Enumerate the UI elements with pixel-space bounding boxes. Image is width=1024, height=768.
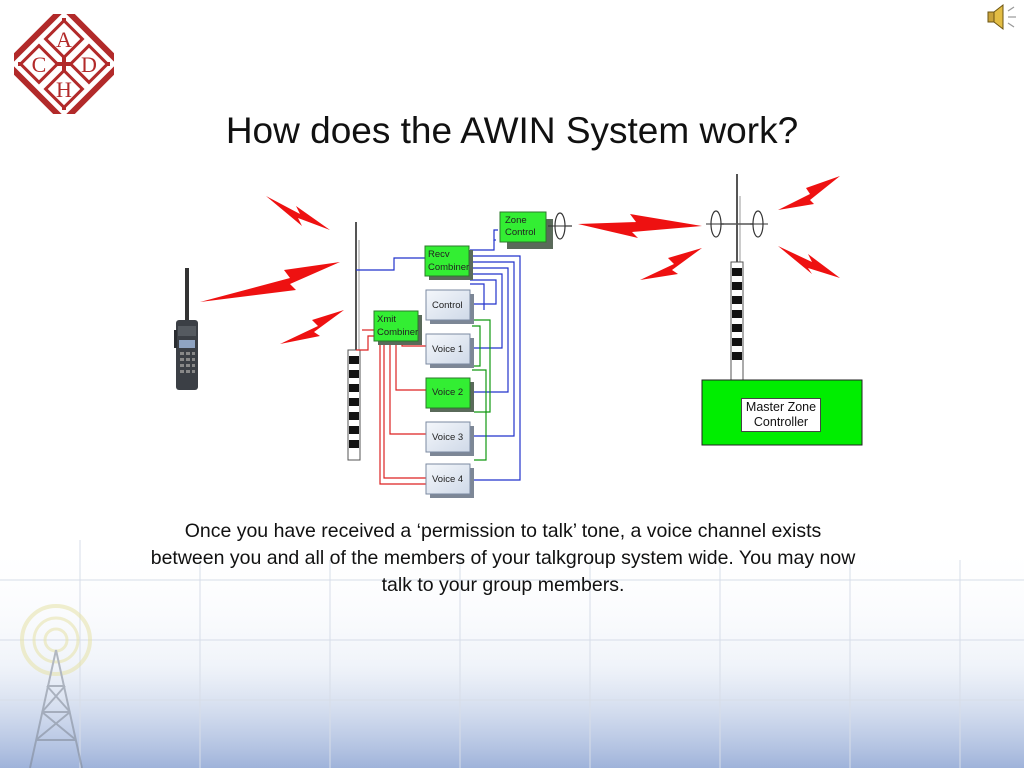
zone-control-label-2: Control xyxy=(505,227,536,238)
voice4-box: Voice 4 xyxy=(425,463,474,498)
portable-radio-icon xyxy=(174,268,198,390)
background-grid xyxy=(0,540,1024,768)
tower-watermark-icon xyxy=(20,604,92,768)
background-gradient xyxy=(0,540,1024,768)
rf-signal-group xyxy=(200,176,840,344)
dish-antenna-icon xyxy=(750,210,768,238)
speaker-icon[interactable] xyxy=(986,2,1020,32)
logo-letter-d: D xyxy=(81,52,97,77)
recv-combiner-label-1: Recv xyxy=(428,249,450,260)
dish-antenna-icon xyxy=(548,212,572,240)
voice4-label: Voice 4 xyxy=(432,474,463,485)
dish-antenna-icon xyxy=(706,210,724,238)
voice1-box: Voice 1 xyxy=(425,333,474,368)
lightning-bolt-icon xyxy=(266,196,330,230)
lightning-bolt-icon xyxy=(778,176,840,210)
green-wiring xyxy=(472,319,491,461)
xmit-combiner-label-1: Xmit xyxy=(377,314,396,325)
lightning-bolt-icon xyxy=(578,214,702,238)
acdh-logo: A C D H xyxy=(14,14,114,114)
site-antenna-tower-icon xyxy=(347,222,361,461)
control-label: Control xyxy=(432,300,463,311)
lightning-bolt-icon xyxy=(778,246,840,278)
lightning-bolt-icon xyxy=(280,310,344,344)
logo-letter-a: A xyxy=(56,27,72,52)
recv-combiner-box: Recv Combiner xyxy=(424,245,473,280)
voice1-label: Voice 1 xyxy=(432,344,463,355)
red-wiring xyxy=(356,329,430,485)
xmit-combiner-label-2: Combiner xyxy=(377,327,418,338)
master-zone-controller-label-1: Master Zone xyxy=(745,400,817,414)
control-box: Control xyxy=(425,289,474,324)
master-site-tower-icon xyxy=(718,174,756,383)
recv-combiner-label-2: Combiner xyxy=(428,262,469,273)
slide-caption: Once you have received a ‘permission to … xyxy=(150,520,856,596)
lightning-bolt-icon xyxy=(200,262,340,302)
master-zone-controller-label-2: Controller xyxy=(753,415,809,429)
voice2-box: Voice 2 xyxy=(425,377,474,412)
voice2-label: Voice 2 xyxy=(432,387,463,398)
master-zone-controller-label: Master Zone Controller xyxy=(741,398,821,432)
slide-title: How does the AWIN System work? xyxy=(225,110,799,151)
lightning-bolt-icon xyxy=(640,248,702,280)
blue-wiring xyxy=(356,229,521,481)
logo-letter-c: C xyxy=(32,52,47,77)
logo-letter-h: H xyxy=(56,77,72,102)
xmit-combiner-box: Xmit Combiner xyxy=(373,310,422,345)
voice3-box: Voice 3 xyxy=(425,421,474,456)
zone-control-box: Zone Control xyxy=(499,211,553,249)
zone-control-label-1: Zone xyxy=(505,215,527,226)
voice3-label: Voice 3 xyxy=(432,432,463,443)
